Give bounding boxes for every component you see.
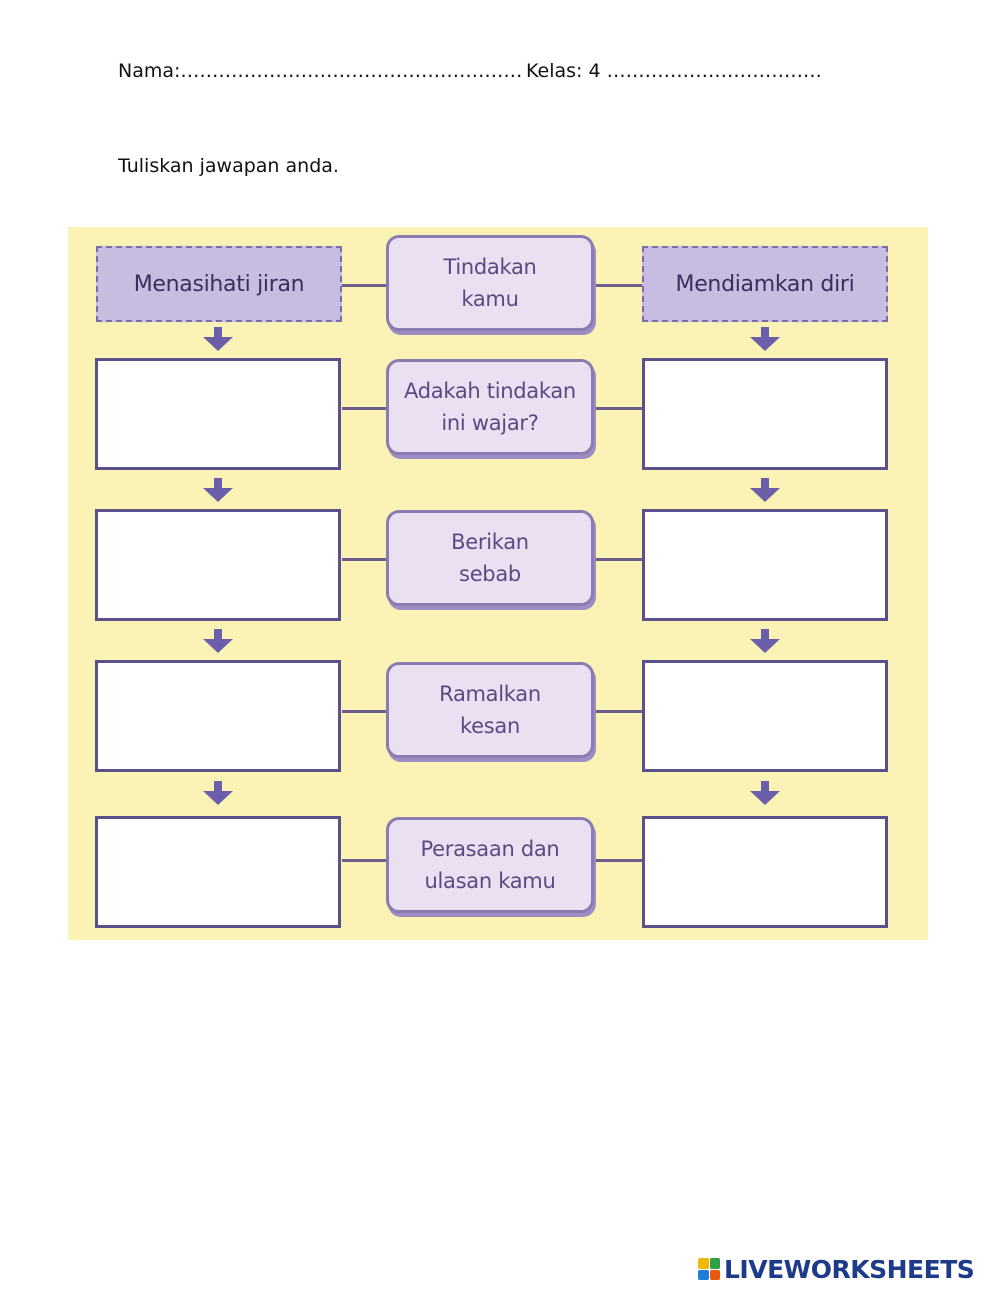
down-arrow-icon	[202, 629, 234, 653]
down-arrow-icon	[749, 478, 781, 502]
prompt-action: Tindakan kamu	[386, 235, 594, 331]
connector-line	[592, 284, 644, 287]
liveworksheets-logo-icon	[698, 1258, 720, 1280]
down-arrow-icon	[749, 781, 781, 805]
right-action-box: Mendiamkan diri	[642, 246, 888, 322]
worksheet-diagram: Menasihati jiran Mendiamkan diri Tindaka…	[68, 227, 928, 940]
down-arrow-icon	[202, 327, 234, 351]
class-field-label: Kelas: 4 …………………………….	[526, 60, 822, 82]
connector-line	[340, 284, 388, 287]
down-arrow-icon	[749, 327, 781, 351]
prompt-effect: Ramalkan kesan	[386, 662, 594, 758]
answer-left-effect[interactable]	[95, 660, 341, 772]
answer-right-reasonable[interactable]	[642, 358, 888, 470]
name-field-label: Nama:………………………………………………	[118, 60, 523, 82]
instruction-text: Tuliskan jawapan anda.	[118, 155, 339, 177]
prompt-reason: Berikan sebab	[386, 510, 594, 606]
brand-name: LIVEWORKSHEETS	[724, 1254, 975, 1284]
connector-line	[342, 859, 388, 862]
connector-line	[342, 407, 388, 410]
answer-left-reasonable[interactable]	[95, 358, 341, 470]
left-action-box: Menasihati jiran	[96, 246, 342, 322]
answer-right-feelings[interactable]	[642, 816, 888, 928]
connector-line	[592, 558, 644, 561]
connector-line	[592, 407, 644, 410]
down-arrow-icon	[749, 629, 781, 653]
prompt-reasonable: Adakah tindakan ini wajar?	[386, 359, 594, 455]
answer-left-feelings[interactable]	[95, 816, 341, 928]
prompt-feelings: Perasaan dan ulasan kamu	[386, 817, 594, 913]
connector-line	[592, 710, 644, 713]
connector-line	[592, 859, 644, 862]
answer-left-reason[interactable]	[95, 509, 341, 621]
liveworksheets-brand: LIVEWORKSHEETS	[698, 1254, 975, 1284]
answer-right-effect[interactable]	[642, 660, 888, 772]
connector-line	[342, 558, 388, 561]
down-arrow-icon	[202, 781, 234, 805]
down-arrow-icon	[202, 478, 234, 502]
answer-right-reason[interactable]	[642, 509, 888, 621]
connector-line	[342, 710, 388, 713]
